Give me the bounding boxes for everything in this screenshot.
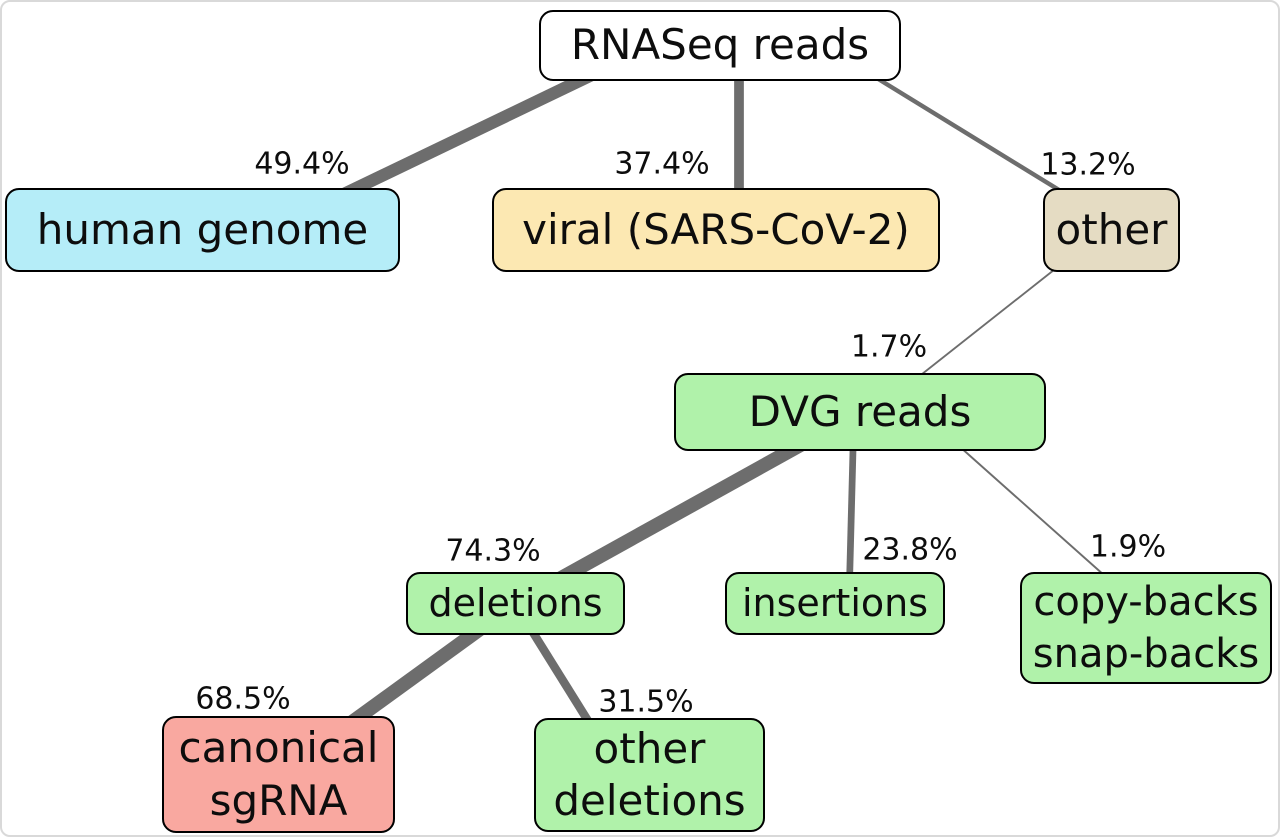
node-human-genome: human genome xyxy=(5,188,400,272)
node-dvg-reads: DVG reads xyxy=(674,373,1046,451)
pct-label-other-deletions: 31.5% xyxy=(598,684,694,720)
node-viral-sars-cov-2: viral (SARS-CoV-2) xyxy=(492,188,940,272)
pct-label-dvg-reads: 1.7% xyxy=(850,329,928,365)
pct-label-viral: 37.4% xyxy=(614,146,710,182)
node-deletions: deletions xyxy=(406,572,625,635)
pct-label-insertions: 23.8% xyxy=(862,532,958,568)
node-other-deletions: other deletions xyxy=(534,718,765,832)
node-insertions: insertions xyxy=(725,572,945,635)
pct-label-human-genome: 49.4% xyxy=(254,146,350,182)
edge-rnaseq-other xyxy=(860,67,1079,203)
node-other: other xyxy=(1043,188,1180,272)
pct-label-copy-backs: 1.9% xyxy=(1089,529,1167,565)
pct-label-canonical-sgrna: 68.5% xyxy=(195,681,291,717)
edge-other-dvg xyxy=(911,261,1065,383)
pct-label-deletions: 74.3% xyxy=(445,533,541,569)
node-copy-backs-snap-backs: copy-backs snap-backs xyxy=(1020,572,1272,684)
node-canonical-sgrna: canonical sgRNA xyxy=(162,716,395,833)
pct-label-other: 13.2% xyxy=(1040,147,1136,183)
edge-rnaseq-human xyxy=(339,64,605,201)
node-rnaseq-reads: RNASeq reads xyxy=(539,10,901,81)
